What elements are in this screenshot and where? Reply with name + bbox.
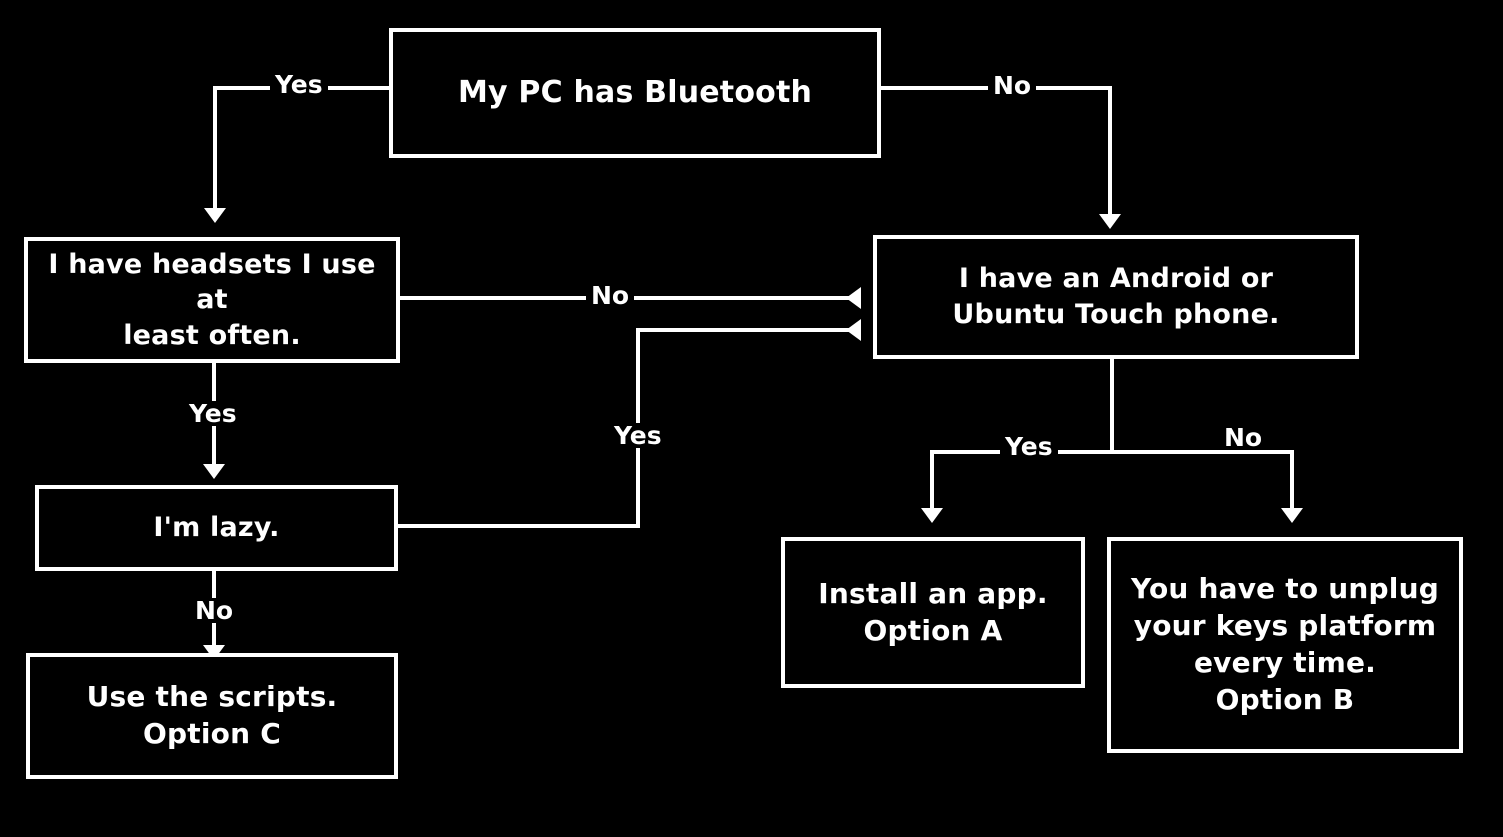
edge-lazy-yes-horizontal-1 <box>398 524 640 528</box>
edge-label-phone-no: No <box>1219 425 1268 450</box>
node-label: I'm lazy. <box>153 512 280 544</box>
node-i-have-headsets[interactable]: I have headsets I use at least often. <box>24 237 400 363</box>
edge-label-root-yes: Yes <box>270 72 328 97</box>
edge-label-lazy-yes: Yes <box>609 423 667 448</box>
node-label: I have an Android or Ubuntu Touch phone. <box>952 263 1280 330</box>
edge-label-headset-yes: Yes <box>184 401 242 426</box>
edge-label-headset-no: No <box>586 283 635 308</box>
edge-root-to-headset-vertical <box>213 86 217 212</box>
node-unplug-keys-option-b[interactable]: You have to unplug your keys platform ev… <box>1107 537 1463 753</box>
node-label: You have to unplug your keys platform ev… <box>1131 572 1439 716</box>
node-label: Install an app. Option A <box>818 576 1048 647</box>
edge-phone-split-horizontal <box>930 450 1294 454</box>
arrowhead-headset-no <box>846 287 861 309</box>
edge-label-lazy-no: No <box>190 598 239 623</box>
node-install-an-app-option-a[interactable]: Install an app. Option A <box>781 537 1085 688</box>
arrowhead-to-headset <box>204 208 226 223</box>
edge-label-phone-yes: Yes <box>1000 434 1058 459</box>
edge-lazy-yes-horizontal-2 <box>636 328 852 332</box>
node-i-have-android-phone[interactable]: I have an Android or Ubuntu Touch phone. <box>873 235 1359 359</box>
node-label: Use the scripts. Option C <box>86 680 338 750</box>
arrowhead-to-install-app <box>921 508 943 523</box>
edge-label-root-no: No <box>988 73 1037 98</box>
arrowhead-lazy-yes <box>846 319 861 341</box>
node-label: My PC has Bluetooth <box>457 75 813 111</box>
arrowhead-to-lazy <box>203 464 225 479</box>
edge-phone-no-vertical <box>1290 450 1294 512</box>
arrowhead-to-unplug <box>1281 508 1303 523</box>
edge-phone-split-vertical <box>1110 357 1114 453</box>
node-label: I have headsets I use at least often. <box>48 248 376 351</box>
edge-phone-yes-vertical <box>930 450 934 512</box>
arrowhead-to-phone <box>1099 214 1121 229</box>
node-use-the-scripts-option-c[interactable]: Use the scripts. Option C <box>26 653 398 779</box>
edge-root-to-phone-vertical <box>1108 86 1112 218</box>
node-my-pc-has-bluetooth[interactable]: My PC has Bluetooth <box>389 28 881 158</box>
node-im-lazy[interactable]: I'm lazy. <box>35 485 398 571</box>
